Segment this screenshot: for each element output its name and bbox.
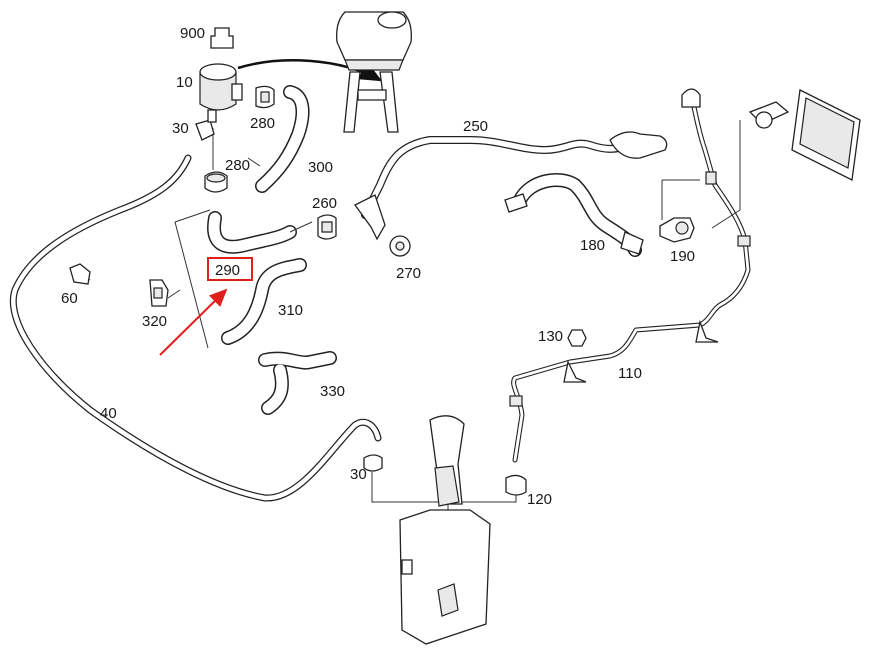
highlight-arrow xyxy=(159,288,228,356)
hose-180 xyxy=(504,173,644,257)
clamp-260 xyxy=(317,214,337,240)
highlight-290: 290 xyxy=(159,257,253,356)
hose-300 xyxy=(255,85,310,193)
highlight-box xyxy=(207,257,253,281)
valve-190 xyxy=(659,217,695,243)
callout-30-b: 30 xyxy=(350,466,367,483)
clamp-30-b xyxy=(363,454,383,472)
callout-290: 290 xyxy=(215,262,240,279)
hose-250 xyxy=(354,131,668,241)
callout-10: 10 xyxy=(176,74,193,91)
callout-250: 250 xyxy=(463,118,488,135)
part-10-pump xyxy=(199,63,243,111)
callout-180: 180 xyxy=(580,237,605,254)
callout-labels: 900 10 30 280 280 300 250 260 270 180 19… xyxy=(61,25,695,508)
callout-60: 60 xyxy=(61,290,78,307)
clamp-120 xyxy=(505,474,527,496)
fitting-30-a xyxy=(195,109,217,141)
callout-40: 40 xyxy=(100,405,117,422)
hose-330 xyxy=(258,351,337,415)
callout-280-a: 280 xyxy=(250,115,275,132)
callout-260: 260 xyxy=(312,195,337,212)
callout-310: 310 xyxy=(278,302,303,319)
callout-130: 130 xyxy=(538,328,563,345)
clamp-280-b xyxy=(204,171,228,193)
callout-270: 270 xyxy=(396,265,421,282)
callout-190: 190 xyxy=(670,248,695,265)
callout-110: 110 xyxy=(618,365,642,382)
callout-120: 120 xyxy=(527,491,552,508)
washer-reservoir xyxy=(399,415,491,645)
clamp-280-a xyxy=(255,85,275,109)
callout-300: 300 xyxy=(308,159,333,176)
hose-110 xyxy=(509,88,751,463)
callout-320: 320 xyxy=(142,313,167,330)
expansion-tank xyxy=(336,11,412,133)
clip-320 xyxy=(149,279,169,307)
part-900-connector xyxy=(210,27,234,49)
hose-310 xyxy=(221,258,307,345)
hose-290 xyxy=(207,211,297,254)
reservoir-arrow xyxy=(237,59,383,82)
callout-30-a: 30 xyxy=(172,120,189,137)
callout-330: 330 xyxy=(320,383,345,400)
callout-900: 900 xyxy=(180,25,205,42)
clip-60 xyxy=(69,263,91,285)
hose-40 xyxy=(9,154,382,502)
heater-core xyxy=(748,89,861,181)
nut-130 xyxy=(567,329,587,347)
callout-280-b: 280 xyxy=(225,157,250,174)
grommet-270 xyxy=(389,235,411,257)
